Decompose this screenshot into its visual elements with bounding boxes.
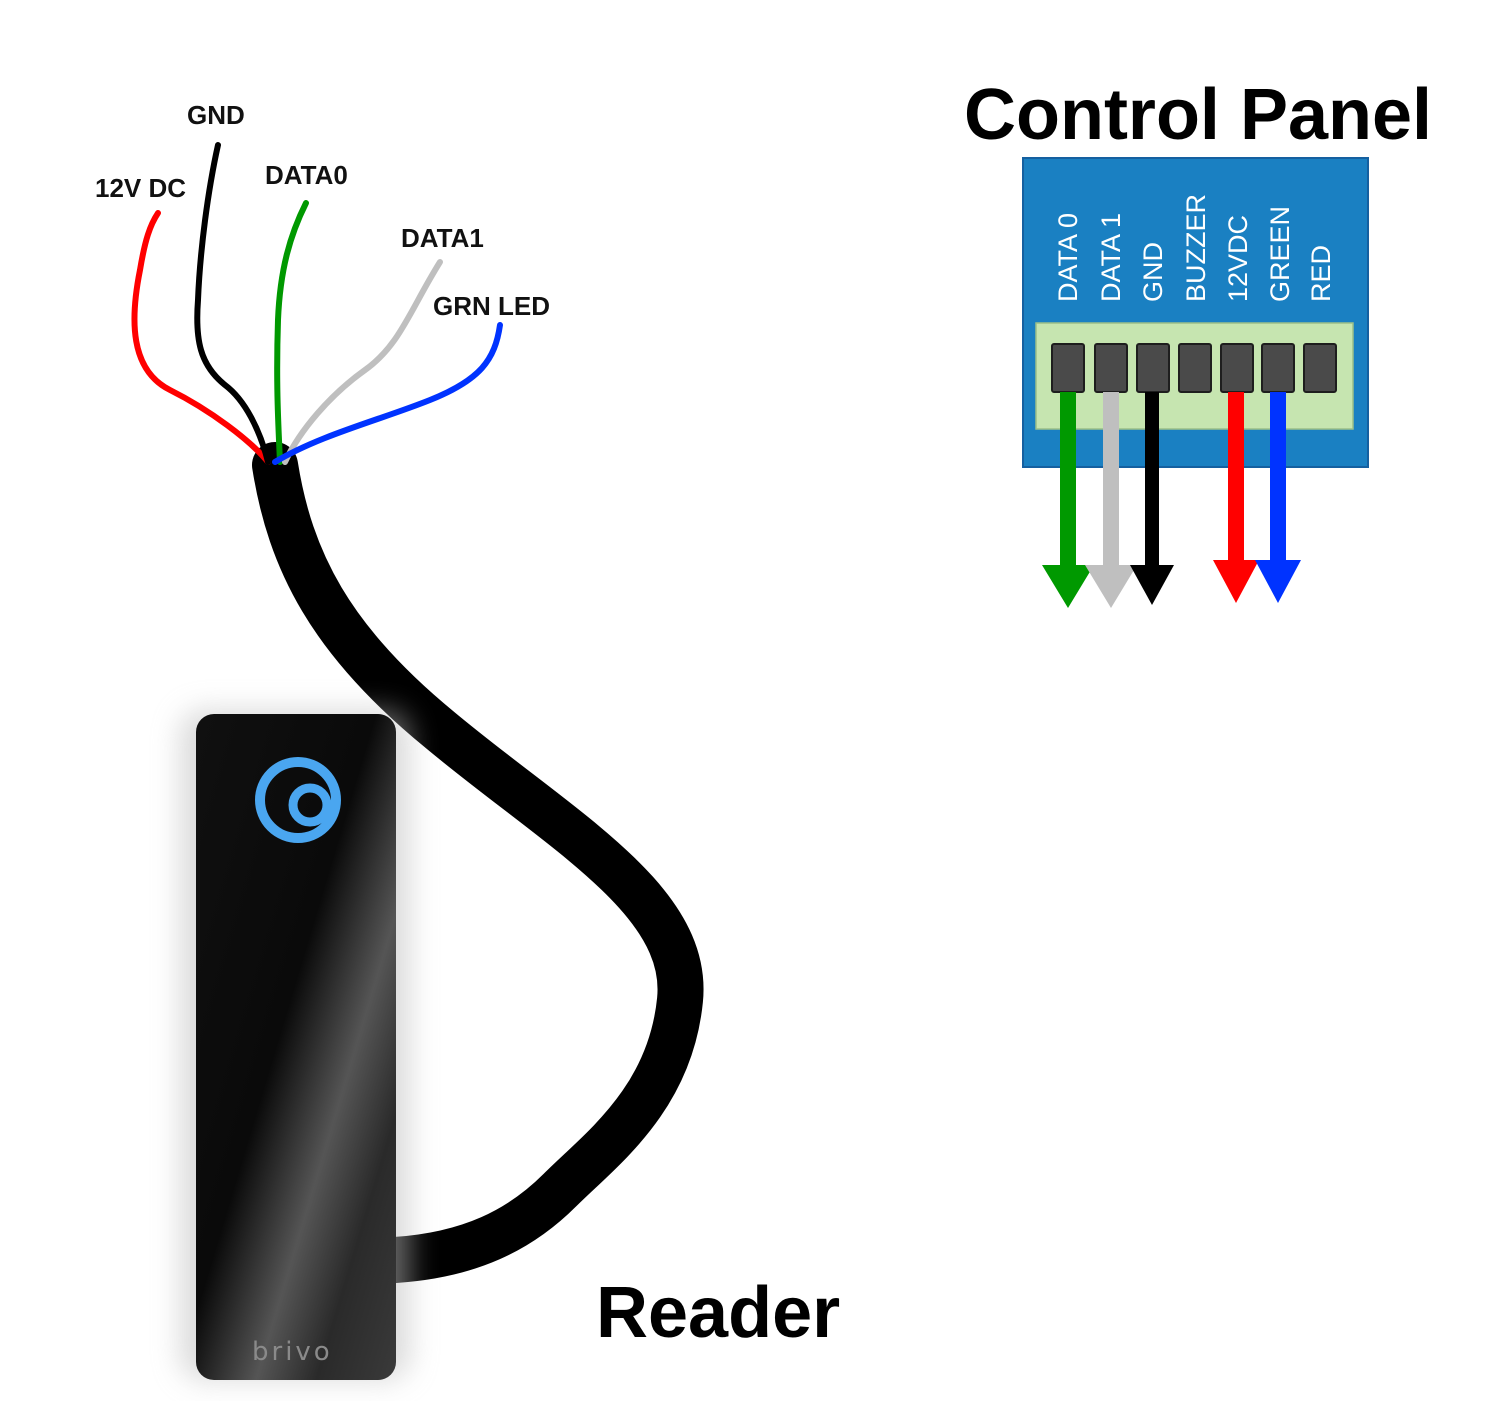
reader-title: Reader xyxy=(596,1273,840,1353)
terminal-screw-data-0 xyxy=(1051,343,1085,393)
terminal-label-data-0: DATA 0 xyxy=(1053,213,1083,302)
wire-label-data1: DATA1 xyxy=(401,223,484,253)
arrow-down-gray-icon xyxy=(1085,392,1137,608)
arrow-down-black-icon xyxy=(1130,392,1174,605)
terminal-screw-buzzer xyxy=(1178,343,1212,393)
terminal-label-gnd: GND xyxy=(1138,242,1168,302)
wire-12v-dc xyxy=(131,210,271,465)
arrow-down-red-icon xyxy=(1213,392,1259,603)
terminal-label-data-1: DATA 1 xyxy=(1096,213,1126,302)
arrow-down-blue-icon xyxy=(1255,392,1301,603)
terminal-screw-red xyxy=(1303,343,1337,393)
wire-label-12v-dc: 12V DC xyxy=(95,173,186,203)
wire-label-gnd: GND xyxy=(187,100,245,130)
terminal-label-12vdc: 12VDC xyxy=(1223,215,1253,302)
reader-brand: brivo xyxy=(252,1337,333,1367)
brivo-logo-icon xyxy=(255,757,341,843)
terminal-screw-data-1 xyxy=(1094,343,1128,393)
wire-label-grn-led: GRN LED xyxy=(433,291,550,321)
terminal-screw-green xyxy=(1261,343,1295,393)
terminal-label-red: RED xyxy=(1306,245,1336,302)
wire-gnd xyxy=(194,142,271,465)
control-panel-title: Control Panel xyxy=(964,75,1432,155)
terminal-labels: DATA 0 DATA 1 GND BUZZER 12VDC GREEN RED xyxy=(1053,194,1336,302)
wire-label-data0: DATA0 xyxy=(265,160,348,190)
arrow-down-green-icon xyxy=(1042,392,1094,608)
terminal-screws xyxy=(1051,343,1337,393)
wire-grn-led xyxy=(272,322,503,465)
panel-wire-arrows xyxy=(1042,392,1301,608)
terminal-label-buzzer: BUZZER xyxy=(1181,194,1211,302)
reader-cable xyxy=(252,442,704,1283)
terminal-label-green: GREEN xyxy=(1265,206,1295,302)
wire-data1 xyxy=(282,259,443,465)
terminal-screw-gnd xyxy=(1136,343,1170,393)
terminal-screw-12vdc xyxy=(1220,343,1254,393)
reader-device xyxy=(196,714,396,1380)
wire-data0 xyxy=(274,200,309,465)
